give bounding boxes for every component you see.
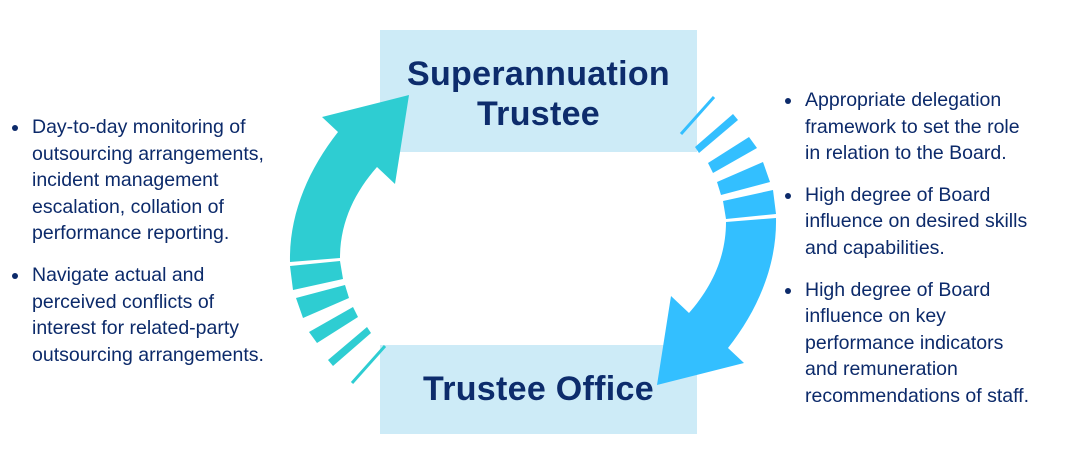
- bullet-line: perceived conflicts of: [32, 290, 215, 313]
- left-cycle-arrow: [289, 95, 409, 384]
- arrow-stripe: [296, 285, 349, 318]
- arrow-stripe: [679, 96, 716, 135]
- left-bullet-list: Day-to-day monitoring of outsourcing arr…: [10, 114, 264, 383]
- bullet-line: Navigate actual and: [32, 263, 205, 286]
- arrow-stripe: [309, 307, 358, 343]
- bullet-line: Day-to-day monitoring of: [32, 116, 246, 138]
- trustee-office-title: Trustee Office: [380, 369, 697, 409]
- bullet-line: escalation, collation of: [32, 195, 224, 218]
- bullet-item: High degree of Board influence on key pe…: [783, 277, 1029, 410]
- bullet-line: framework to set the role: [805, 115, 1020, 138]
- bullet-line: Appropriate delegation: [805, 89, 1002, 111]
- bullet-item: Appropriate delegation framework to set …: [783, 87, 1029, 167]
- bullet-line: outsourcing arrangements.: [32, 343, 264, 366]
- title-line: Trustee: [476, 95, 601, 133]
- arrow-stripe: [717, 162, 770, 195]
- bullet-line: influence on key: [805, 305, 946, 328]
- right-cycle-arrow: [657, 96, 777, 385]
- bullet-line: performance indicators: [805, 331, 1004, 354]
- bullet-line: performance reporting.: [32, 222, 230, 245]
- arrow-stripe: [290, 261, 343, 290]
- bullet-line: recommendations of staff.: [805, 384, 1030, 407]
- arrow-stripe: [723, 190, 776, 219]
- bullet-item: Day-to-day monitoring of outsourcing arr…: [10, 114, 264, 247]
- arrow-stripe: [328, 327, 371, 366]
- bullet-line: in relation to the Board.: [805, 142, 1007, 165]
- arrow-stripe: [695, 114, 738, 153]
- superannuation-trustee-title: Superannuation Trustee: [380, 54, 697, 134]
- bullet-line: High degree of Board: [805, 278, 991, 301]
- arrow-body: [289, 95, 409, 262]
- bullet-item: Navigate actual and perceived conflicts …: [10, 262, 264, 368]
- arrow-stripe: [350, 345, 387, 384]
- bullet-line: High degree of Board: [805, 183, 991, 206]
- right-bullet-list: Appropriate delegation framework to set …: [783, 87, 1029, 425]
- bullet-line: and remuneration: [805, 358, 958, 381]
- arrow-stripe: [708, 137, 757, 173]
- bullet-item: High degree of Board influence on desire…: [783, 182, 1029, 262]
- title-line: Superannuation: [407, 55, 670, 93]
- bullet-line: and capabilities.: [805, 236, 945, 259]
- superannuation-trustee-box: Superannuation Trustee: [380, 30, 697, 152]
- bullet-line: outsourcing arrangements,: [32, 142, 264, 165]
- bullet-line: incident management: [32, 169, 219, 192]
- arrow-body: [657, 218, 777, 385]
- trustee-office-box: Trustee Office: [380, 345, 697, 434]
- bullet-line: influence on desired skills: [805, 210, 1028, 233]
- title-line: Trustee Office: [423, 370, 654, 408]
- bullet-line: interest for related-party: [32, 317, 240, 340]
